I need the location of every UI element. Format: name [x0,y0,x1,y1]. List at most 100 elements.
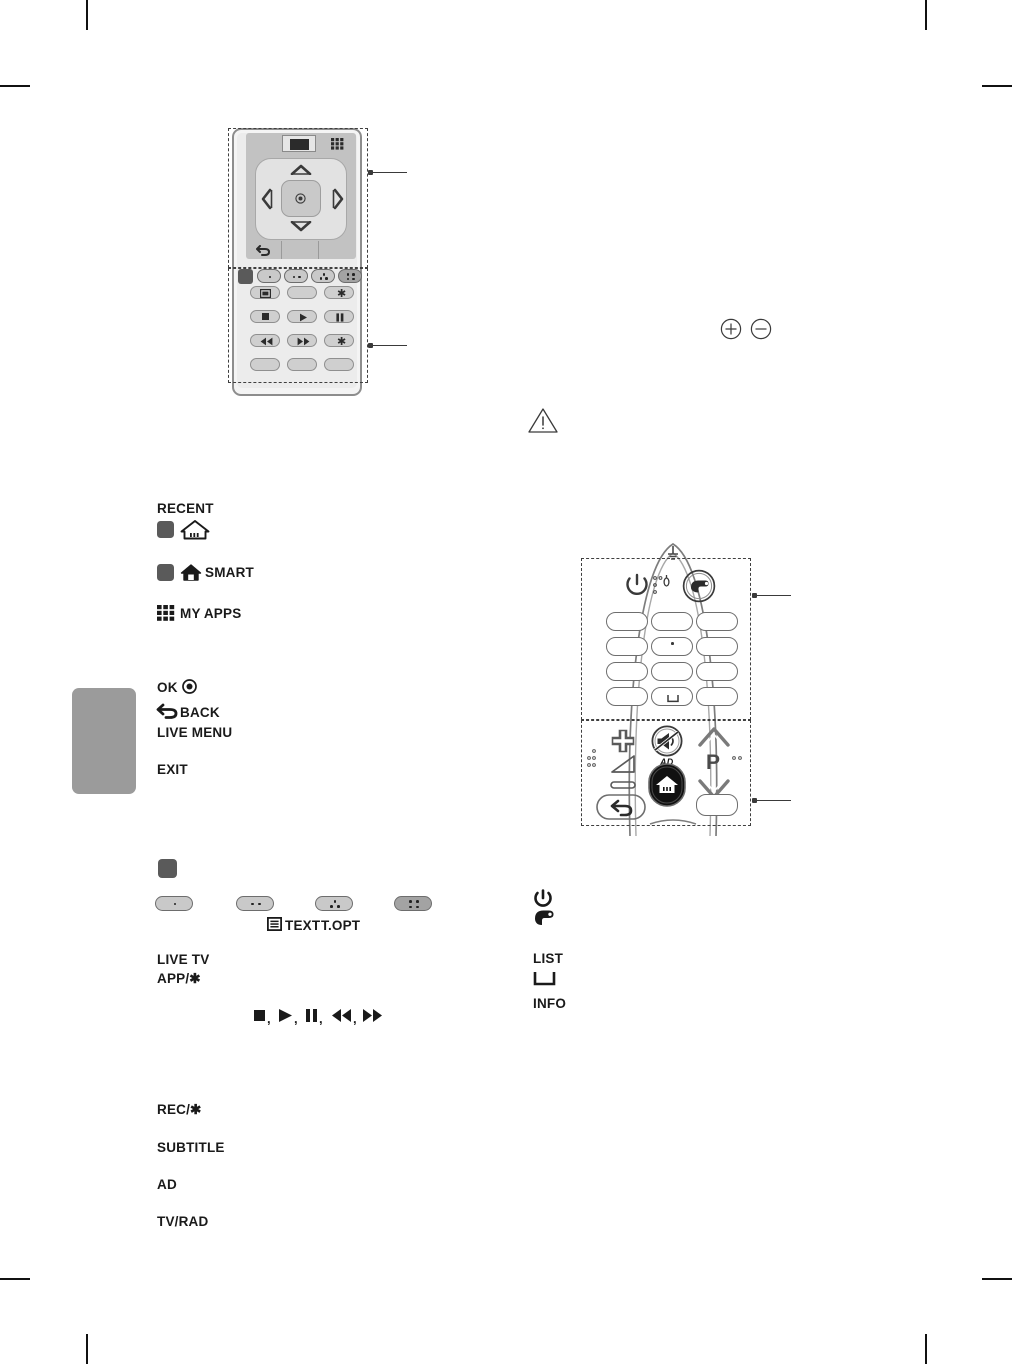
pad-key-right[interactable] [319,241,356,259]
rewind-key[interactable] [250,334,280,347]
media-key-grid: ✱ [250,286,354,372]
star-glyph-2: ✱ [337,335,347,348]
square-button-icon-smart[interactable] [157,564,174,581]
crop-mark-top-right-vertical [925,0,927,30]
media-symbol-row: , , , , [253,1006,399,1031]
number-key-1[interactable] [606,612,648,631]
colour-oval-3-figure[interactable] [311,269,335,283]
number-key-9[interactable] [696,662,738,681]
ok-key[interactable] [281,180,321,217]
arrow-left-icon[interactable] [261,188,273,210]
back-arrow-icon [256,245,270,256]
stop-icon [262,313,269,320]
colour-oval-2[interactable] [236,896,274,911]
crop-mark-top-right-horizontal [982,85,1012,87]
channel-up-icon[interactable] [696,725,732,749]
my-apps-key[interactable] [324,135,354,152]
braille-dots-volume [587,749,596,767]
input-source-icon[interactable] [682,569,716,603]
number-key-2[interactable] [651,612,693,631]
colour-oval-2-figure[interactable] [284,269,308,283]
label-info: INFO [533,996,567,1011]
rec-star-key[interactable]: ✱ [324,286,354,300]
label-app-star: APP/✱ [157,971,201,986]
text-key[interactable] [250,286,280,299]
highlight-box-power-numbers [581,558,751,720]
pause-key[interactable] [324,310,354,323]
volume-down-icon[interactable] [606,779,640,791]
number-key-0[interactable] [651,687,693,706]
number-key-4[interactable] [606,637,648,656]
label-text: TEXT [285,918,321,933]
arrow-down-icon[interactable] [290,221,312,233]
tactile-dot-icon [671,642,674,645]
list-key[interactable] [606,687,648,706]
crop-mark-bottom-right-horizontal [982,1278,1012,1280]
colour-oval-1-figure[interactable] [257,269,281,283]
arrow-right-icon[interactable] [332,188,344,210]
number-key-8[interactable] [651,662,693,681]
colour-oval-4[interactable] [394,896,432,911]
svg-text:,: , [319,1011,323,1026]
colour-oval-3[interactable] [315,896,353,911]
minus-in-circle-icon [750,318,772,340]
bracket-key-icon-right [533,972,556,986]
teletext-icon-left [267,917,282,931]
label-live-tv: LIVE TV [157,952,210,967]
plus-in-circle-icon [720,318,742,340]
svg-text:,: , [353,1011,357,1026]
ad-label-figure: AD [660,757,674,767]
star-glyph: ✱ [337,287,347,300]
home-recent-icon[interactable] [180,519,210,540]
arrow-up-icon[interactable] [290,163,312,175]
label-subtitle: SUBTITLE [157,1140,225,1155]
home-key[interactable] [647,762,687,808]
channel-p-label: P [706,751,721,774]
colour-key-swatch-figure[interactable] [238,269,253,284]
number-key-3[interactable] [696,612,738,631]
square-button-icon-recent[interactable] [157,521,174,538]
stop-key[interactable] [250,310,280,323]
grid-apps-icon-my-apps[interactable] [157,605,176,622]
square-button-icon-colour[interactable] [158,859,177,878]
number-key-6[interactable] [696,637,738,656]
fast-forward-key[interactable] [287,334,317,347]
blank-key-bottom-right[interactable] [324,358,354,371]
blank-key-top-center[interactable] [287,286,317,299]
rewind-icon [260,337,273,345]
blank-key-magic-bottom[interactable] [696,794,738,816]
teletext-icon [260,288,271,298]
colour-oval-1[interactable] [155,896,193,911]
info-key[interactable] [696,687,738,706]
label-list: LIST [533,951,564,966]
label-ok: OK [157,680,178,695]
pad-top-row [246,133,356,154]
power-icon[interactable] [624,572,650,600]
label-exit: EXIT [157,762,188,777]
page-section-tab [72,688,136,794]
back-key-magic[interactable] [596,794,646,820]
label-smart: SMART [205,565,254,580]
bracket-key-icon [667,695,679,703]
star-key-bottom[interactable]: ✱ [324,334,354,348]
mute-icon[interactable] [650,724,684,758]
volume-up-icon[interactable] [606,726,640,756]
display-window-glyph [290,139,309,150]
power-icon-right [534,889,552,907]
display-window-key[interactable] [282,135,316,152]
colour-oval-4-figure[interactable] [338,269,362,283]
blank-key-bottom-left[interactable] [250,358,280,371]
ok-target-icon-left [182,679,197,694]
volume-speaker-icon [611,755,635,773]
label-ad: AD [157,1177,177,1192]
home-icon[interactable] [180,563,202,582]
blank-key-bottom-center[interactable] [287,358,317,371]
grid-apps-icon [331,138,344,150]
back-key[interactable] [246,241,282,259]
pad-key-center[interactable] [282,241,319,259]
number-key-7[interactable] [606,662,648,681]
number-key-5[interactable] [651,637,693,656]
play-key[interactable] [287,310,317,323]
highlight-box-media-keys [228,268,368,383]
